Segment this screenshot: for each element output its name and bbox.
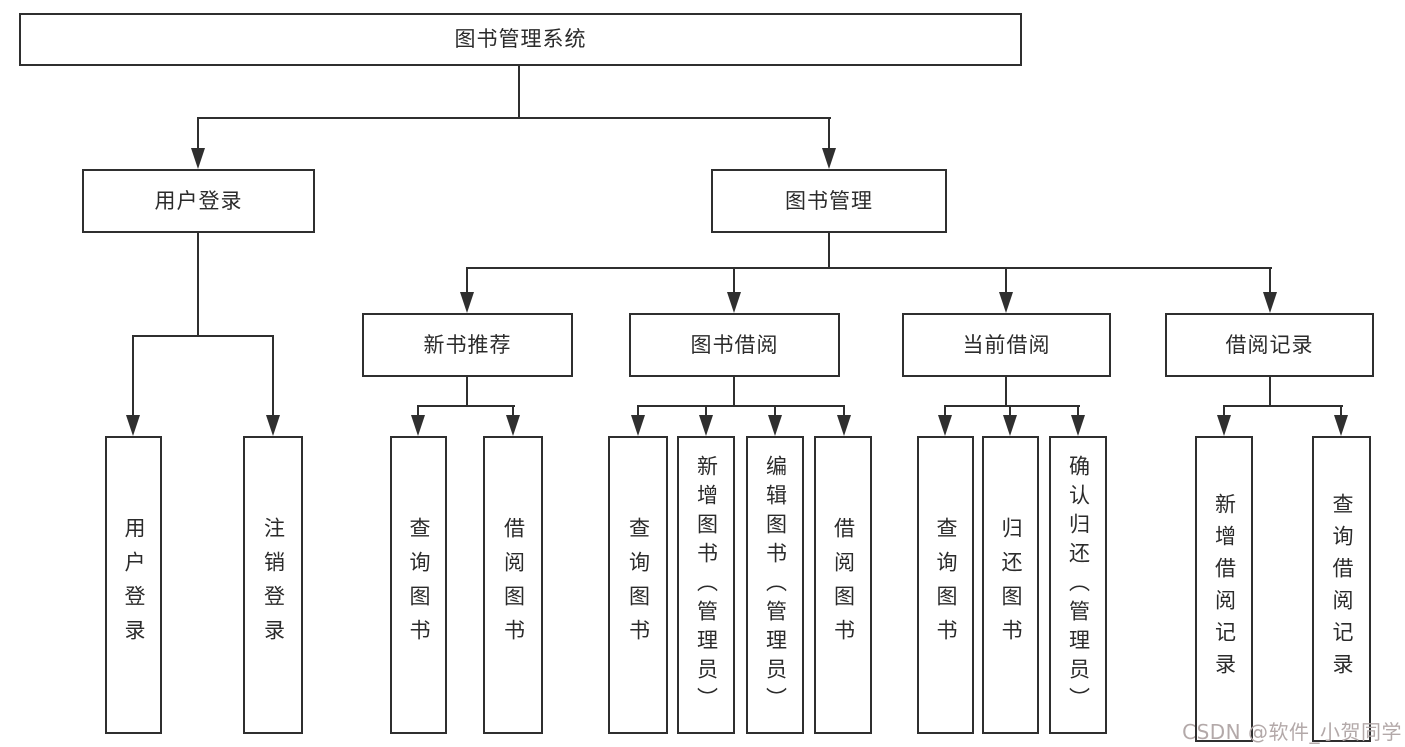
node-current-borrowing: 当前借阅 <box>902 313 1111 377</box>
node-label: 图书管理系统 <box>454 27 587 51</box>
connector-line <box>417 405 419 419</box>
arrow-down-icon <box>938 415 952 436</box>
leaf-label: 新增借阅记录 <box>1212 493 1237 685</box>
arrow-down-icon <box>822 148 836 169</box>
arrow-down-icon <box>126 415 140 436</box>
connector-line <box>417 405 515 407</box>
arrow-down-icon <box>768 415 782 436</box>
arrow-down-icon <box>631 415 645 436</box>
connector-line <box>705 405 707 419</box>
connector-line <box>1009 405 1011 419</box>
arrow-down-icon <box>411 415 425 436</box>
node-user-login: 用户登录 <box>82 169 315 233</box>
connector-line <box>637 405 845 407</box>
connector-line <box>1340 405 1342 419</box>
arrow-down-icon <box>1071 415 1085 436</box>
leaf-cb-query-books: 查询图书 <box>917 436 974 734</box>
node-book-management: 图书管理 <box>711 169 947 233</box>
connector-line <box>1077 405 1079 419</box>
connector-line <box>944 405 1080 407</box>
arrow-down-icon <box>191 148 205 169</box>
arrow-down-icon <box>727 292 741 313</box>
node-label: 图书管理 <box>785 188 873 213</box>
arrow-down-icon <box>999 292 1013 313</box>
leaf-nbr-query-books: 查询图书 <box>390 436 447 734</box>
connector-line <box>1269 267 1271 295</box>
connector-line <box>637 405 639 419</box>
connector-line <box>272 335 274 417</box>
connector-line <box>1269 377 1271 407</box>
leaf-label: 查询借阅记录 <box>1330 493 1354 685</box>
connector-line <box>466 267 1272 269</box>
leaf-label: 确认归还（管理员） <box>1066 454 1091 716</box>
node-new-book-recommendation: 新书推荐 <box>362 313 573 377</box>
connector-line <box>466 377 468 407</box>
connector-line <box>843 405 845 419</box>
arrow-down-icon <box>266 415 280 436</box>
leaf-label: 查询图书 <box>407 517 431 653</box>
csdn-watermark: CSDN @软件_小贺同学 <box>1182 720 1402 744</box>
leaf-bb-borrow-books: 借阅图书 <box>814 436 872 734</box>
leaf-cb-confirm-return-admin: 确认归还（管理员） <box>1049 436 1107 734</box>
leaf-label: 新增图书（管理员） <box>694 454 719 716</box>
node-label: 当前借阅 <box>962 332 1051 357</box>
node-root-library-management-system: 图书管理系统 <box>19 13 1022 66</box>
leaf-bb-edit-books-admin: 编辑图书（管理员） <box>746 436 804 734</box>
leaf-label: 归还图书 <box>999 517 1023 653</box>
connector-line <box>733 267 735 295</box>
arrow-down-icon <box>1263 292 1277 313</box>
leaf-label: 借阅图书 <box>831 517 856 653</box>
connector-line <box>466 267 468 295</box>
connector-line <box>1223 405 1343 407</box>
connector-line <box>1005 267 1007 295</box>
connector-line <box>828 117 830 151</box>
leaf-label: 用户登录 <box>122 517 146 653</box>
arrow-down-icon <box>1334 415 1348 436</box>
connector-line <box>518 66 520 119</box>
arrow-down-icon <box>1003 415 1017 436</box>
leaf-bb-query-books: 查询图书 <box>608 436 668 734</box>
leaf-cb-return-books: 归还图书 <box>982 436 1039 734</box>
leaf-nbr-borrow-books: 借阅图书 <box>483 436 543 734</box>
connector-line <box>132 335 274 337</box>
arrow-down-icon <box>837 415 851 436</box>
connector-line <box>828 233 830 269</box>
leaf-user-login: 用户登录 <box>105 436 162 734</box>
connector-line <box>774 405 776 419</box>
node-book-borrowing: 图书借阅 <box>629 313 840 377</box>
connector-line <box>1005 377 1007 407</box>
connector-line <box>197 233 199 337</box>
arrow-down-icon <box>460 292 474 313</box>
leaf-label: 编辑图书（管理员） <box>763 454 788 716</box>
node-label: 新书推荐 <box>423 332 512 357</box>
leaf-bb-add-books-admin: 新增图书（管理员） <box>677 436 735 734</box>
node-borrowing-records: 借阅记录 <box>1165 313 1374 377</box>
connector-line <box>512 405 514 419</box>
leaf-label: 借阅图书 <box>501 517 526 653</box>
node-label: 图书借阅 <box>690 332 779 357</box>
connector-line <box>1223 405 1225 419</box>
leaf-logout-login: 注销登录 <box>243 436 303 734</box>
arrow-down-icon <box>699 415 713 436</box>
node-label: 借阅记录 <box>1225 332 1314 357</box>
connector-line <box>944 405 946 419</box>
arrow-down-icon <box>506 415 520 436</box>
leaf-label: 查询图书 <box>934 517 958 653</box>
leaf-br-add-record: 新增借阅记录 <box>1195 436 1253 742</box>
connector-line <box>132 335 134 417</box>
node-label: 用户登录 <box>154 188 243 213</box>
connector-line <box>197 117 831 119</box>
leaf-label: 查询图书 <box>626 517 651 653</box>
leaf-br-query-record: 查询借阅记录 <box>1312 436 1371 742</box>
connector-line <box>733 377 735 407</box>
arrow-down-icon <box>1217 415 1231 436</box>
connector-line <box>197 117 199 151</box>
leaf-label: 注销登录 <box>261 517 286 653</box>
